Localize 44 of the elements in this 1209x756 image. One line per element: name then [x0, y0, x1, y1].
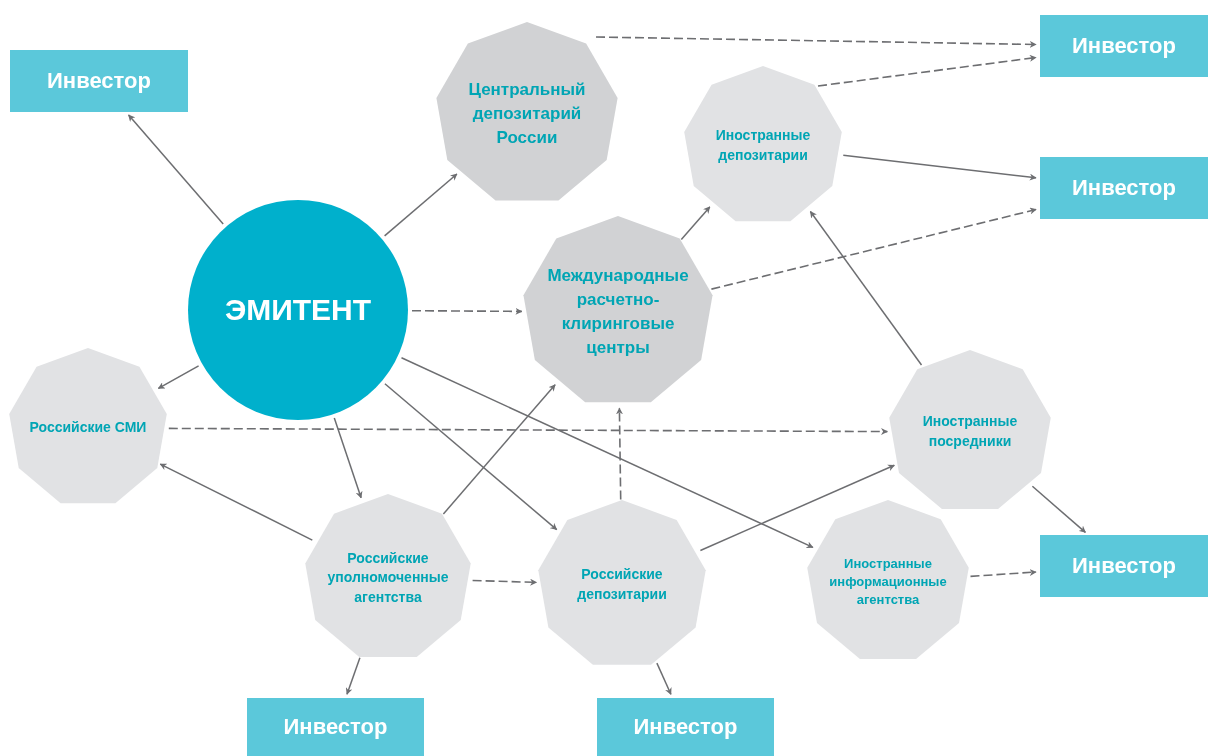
node-label: Российские депозитарии [576, 565, 668, 604]
arrow [817, 54, 1037, 87]
arrow [710, 207, 1037, 290]
arrow [411, 307, 523, 315]
box-label: Инвестор [1072, 175, 1176, 201]
arrow [595, 36, 1037, 48]
arrow [471, 578, 538, 586]
investor-box [10, 50, 188, 112]
arrow [333, 417, 363, 499]
arrow [680, 206, 711, 241]
circle-label: ЭМИТЕНТ [224, 293, 372, 327]
arrow [383, 173, 458, 237]
arrow [969, 568, 1037, 578]
node-label: Международные расчетно-клиринговые центры [546, 265, 690, 359]
investor-box [1040, 157, 1208, 219]
investor-box [1040, 15, 1208, 77]
arrow [1031, 485, 1087, 534]
arrow [809, 210, 923, 366]
node-label: Российские уполномоченные агентства [326, 548, 450, 607]
node-label: Иностранные посредники [921, 412, 1019, 451]
arrow [157, 365, 200, 390]
investor-box [1040, 535, 1208, 597]
arrow [442, 383, 556, 515]
box-label: Инвестор [1072, 553, 1176, 579]
node-label: Российские СМИ [29, 418, 147, 438]
arrow [384, 383, 558, 531]
node-label: Иностранные депозитарии [714, 126, 812, 165]
box-label: Инвестор [633, 714, 738, 740]
arrow [616, 407, 623, 501]
arrow [699, 464, 896, 552]
arrow [168, 427, 889, 436]
arrow [656, 662, 672, 696]
arrow [345, 657, 361, 695]
investor-box [597, 698, 774, 756]
box-label: Инвестор [283, 714, 388, 740]
arrow [842, 154, 1037, 181]
arrow [127, 114, 224, 225]
node-label: Центральный депозитарий России [467, 79, 587, 149]
investor-box [247, 698, 424, 756]
box-label: Инвестор [47, 68, 151, 94]
node-label: Иностранные информационные агентства [828, 554, 948, 610]
box-label: Инвестор [1072, 33, 1176, 59]
arrow [159, 463, 314, 541]
arrow [400, 356, 814, 549]
